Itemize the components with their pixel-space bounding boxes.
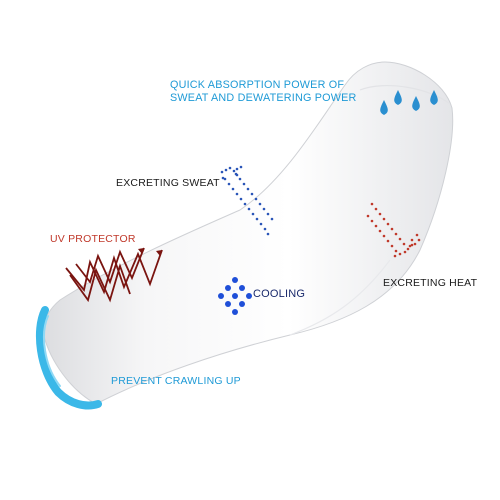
heat-arrow-icon	[366, 202, 421, 258]
sleeve-fold-line	[289, 259, 391, 336]
excreting-heat-label: EXCRETING HEAT	[383, 277, 478, 289]
sweat-arrow-icon	[220, 165, 274, 236]
cooling-label: COOLING	[253, 288, 306, 300]
sleeve-body	[43, 61, 454, 405]
uv-protector-label: UV PROTECTOR	[50, 233, 136, 245]
absorption-label: QUICK ABSORPTION POWER OF SWEAT AND DEWA…	[170, 79, 357, 106]
uv-zigzag-icon	[65, 247, 163, 303]
sleeve-top-seam	[359, 84, 451, 105]
cuff-band-highlight	[43, 315, 61, 387]
absorption-label-line2: SWEAT AND DEWATERING POWER	[170, 92, 357, 105]
water-drop-icon	[380, 90, 438, 115]
uv-arrowheads	[138, 248, 162, 256]
prevent-crawling-label: PREVENT CRAWLING UP	[111, 375, 241, 387]
absorption-label-line1: QUICK ABSORPTION POWER OF	[170, 79, 345, 91]
excreting-sweat-label: EXCRETING SWEAT	[116, 177, 220, 189]
cooling-dots-icon	[218, 277, 252, 315]
cuff-band	[35, 306, 102, 410]
